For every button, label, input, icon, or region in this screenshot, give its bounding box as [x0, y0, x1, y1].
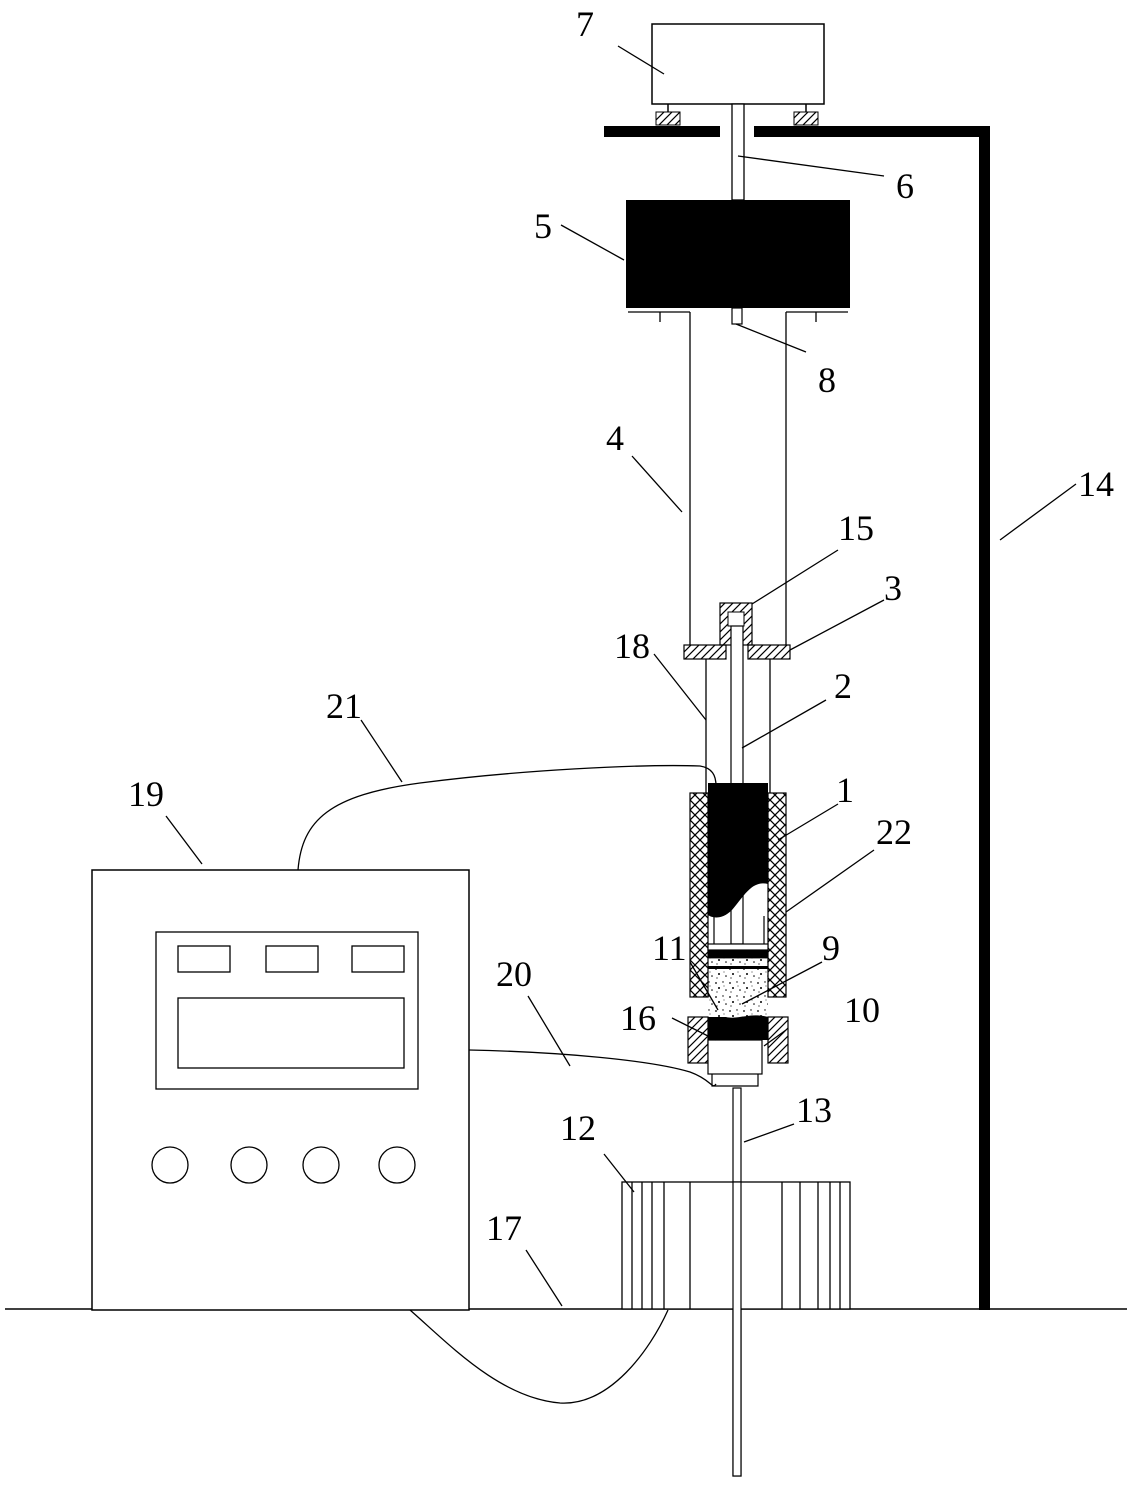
label-22: 22	[876, 812, 912, 852]
leader-lines	[165, 45, 1077, 1307]
label-7: 7	[576, 4, 594, 44]
label-9: 9	[822, 928, 840, 968]
number-labels: 7 6 5 8 4 14 15 3 18 2 21 1 19 22 11 9 2…	[128, 4, 1114, 1248]
indicator-window-1	[177, 945, 231, 973]
frame-14	[604, 126, 990, 1310]
knob-2	[230, 1146, 268, 1184]
label-10: 10	[844, 990, 880, 1030]
connector-8	[731, 307, 743, 325]
label-17: 17	[486, 1208, 522, 1248]
cable-21	[297, 764, 717, 871]
label-19: 19	[128, 774, 164, 814]
underground-cable	[409, 1309, 669, 1404]
inner-rod	[713, 916, 765, 944]
knob-4	[378, 1146, 416, 1184]
label-6: 6	[896, 166, 914, 206]
label-13: 13	[796, 1090, 832, 1130]
label-16: 16	[620, 998, 656, 1038]
label-15: 15	[838, 508, 874, 548]
sample-9	[708, 966, 768, 1017]
label-21: 21	[326, 686, 362, 726]
shaft-6	[731, 103, 745, 201]
weight-block-5	[626, 200, 850, 308]
label-8: 8	[818, 360, 836, 400]
hanger-4	[628, 311, 848, 645]
label-11: 11	[652, 928, 687, 968]
knob-1	[151, 1146, 189, 1184]
pressure-plates	[707, 943, 769, 968]
label-3: 3	[884, 568, 902, 608]
label-1: 1	[836, 770, 854, 810]
label-5: 5	[534, 206, 552, 246]
sensor-16	[707, 1039, 763, 1087]
piston-1	[708, 783, 768, 918]
main-screen	[177, 997, 405, 1069]
filter-11	[708, 1015, 768, 1040]
plate-3	[683, 644, 791, 660]
label-4: 4	[606, 418, 624, 458]
cable-20	[468, 1049, 717, 1087]
label-20: 20	[496, 954, 532, 994]
indicator-window-2	[265, 945, 319, 973]
label-18: 18	[614, 626, 650, 666]
indicator-window-3	[351, 945, 405, 973]
shaft-13-through-base	[732, 1181, 742, 1477]
knob-3	[302, 1146, 340, 1184]
label-12: 12	[560, 1108, 596, 1148]
guide-tube-18	[705, 659, 771, 793]
motor-7	[651, 23, 825, 126]
label-14: 14	[1078, 464, 1114, 504]
controller-19	[91, 869, 470, 1311]
label-2: 2	[834, 666, 852, 706]
